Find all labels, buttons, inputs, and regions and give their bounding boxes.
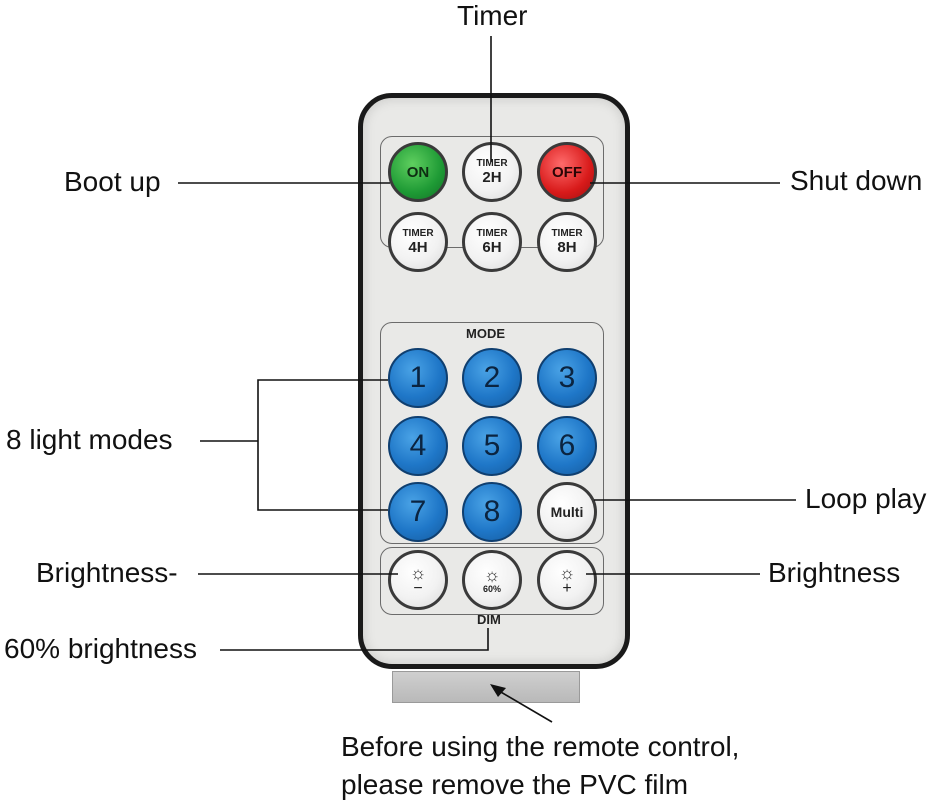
mode-8-label: 8 bbox=[483, 495, 501, 528]
off-button-label: OFF bbox=[552, 163, 582, 181]
timer-2h-button[interactable]: TIMER 2H bbox=[462, 142, 522, 202]
on-button-label: ON bbox=[406, 163, 430, 181]
callout-shut-down: Shut down bbox=[790, 165, 923, 196]
mode-2-label: 2 bbox=[483, 361, 501, 394]
mode-8-button[interactable]: 8 bbox=[462, 482, 522, 542]
callout-brightness-plus: Brightness bbox=[768, 557, 901, 588]
brightness-plus-button[interactable]: ☼ + bbox=[537, 550, 597, 610]
timer-word: TIMER bbox=[476, 158, 508, 169]
timer-word: TIMER bbox=[476, 228, 508, 239]
multi-button[interactable]: Multi bbox=[537, 482, 597, 542]
pvc-film bbox=[392, 671, 580, 703]
timer-8h-button[interactable]: TIMER 8H bbox=[537, 212, 597, 272]
mode-4-button[interactable]: 4 bbox=[388, 416, 448, 476]
mode-5-label: 5 bbox=[483, 429, 501, 462]
mode-6-button[interactable]: 6 bbox=[537, 416, 597, 476]
timer-8h-label: 8H bbox=[557, 239, 577, 256]
callout-light-modes: 8 light modes bbox=[6, 424, 173, 455]
callout-boot-up: Boot up bbox=[64, 166, 161, 197]
brightness-60-button[interactable]: ☼ 60% bbox=[462, 550, 522, 610]
timer-2h-label: 2H bbox=[482, 169, 502, 186]
sun-icon: ☼ bbox=[409, 563, 427, 583]
dim-60-label: 60% bbox=[482, 584, 501, 594]
mode-7-label: 7 bbox=[409, 495, 427, 528]
mode-4-label: 4 bbox=[409, 429, 427, 462]
plus-label: + bbox=[562, 580, 572, 597]
on-button[interactable]: ON bbox=[388, 142, 448, 202]
pvc-note: Before using the remote control, please … bbox=[341, 728, 739, 800]
timer-6h-label: 6H bbox=[482, 239, 502, 256]
off-button[interactable]: OFF bbox=[537, 142, 597, 202]
timer-word: TIMER bbox=[551, 228, 583, 239]
callout-brightness-minus: Brightness- bbox=[36, 557, 178, 588]
dim-label: DIM bbox=[477, 612, 501, 627]
callout-timer: Timer bbox=[457, 0, 528, 31]
pvc-note-line1: Before using the remote control, bbox=[341, 731, 740, 762]
pvc-note-line2: please remove the PVC film bbox=[341, 769, 689, 800]
timer-4h-label: 4H bbox=[408, 239, 428, 256]
mode-7-button[interactable]: 7 bbox=[388, 482, 448, 542]
brightness-minus-button[interactable]: ☼ − bbox=[388, 550, 448, 610]
sun-icon: ☼ bbox=[558, 563, 576, 583]
mode-3-label: 3 bbox=[558, 361, 576, 394]
timer-6h-button[interactable]: TIMER 6H bbox=[462, 212, 522, 272]
mode-1-label: 1 bbox=[409, 361, 427, 394]
mode-1-button[interactable]: 1 bbox=[388, 348, 448, 408]
mode-label: MODE bbox=[466, 326, 505, 341]
timer-4h-button[interactable]: TIMER 4H bbox=[388, 212, 448, 272]
mode-5-button[interactable]: 5 bbox=[462, 416, 522, 476]
mode-3-button[interactable]: 3 bbox=[537, 348, 597, 408]
dim-panel bbox=[380, 547, 604, 615]
multi-label: Multi bbox=[550, 504, 584, 520]
sun-icon: ☼ bbox=[483, 565, 501, 585]
mode-2-button[interactable]: 2 bbox=[462, 348, 522, 408]
mode-6-label: 6 bbox=[558, 429, 576, 462]
callout-brightness-60: 60% brightness bbox=[4, 633, 198, 664]
callout-loop-play: Loop play bbox=[805, 483, 927, 514]
minus-label: − bbox=[413, 580, 423, 597]
timer-word: TIMER bbox=[402, 228, 434, 239]
